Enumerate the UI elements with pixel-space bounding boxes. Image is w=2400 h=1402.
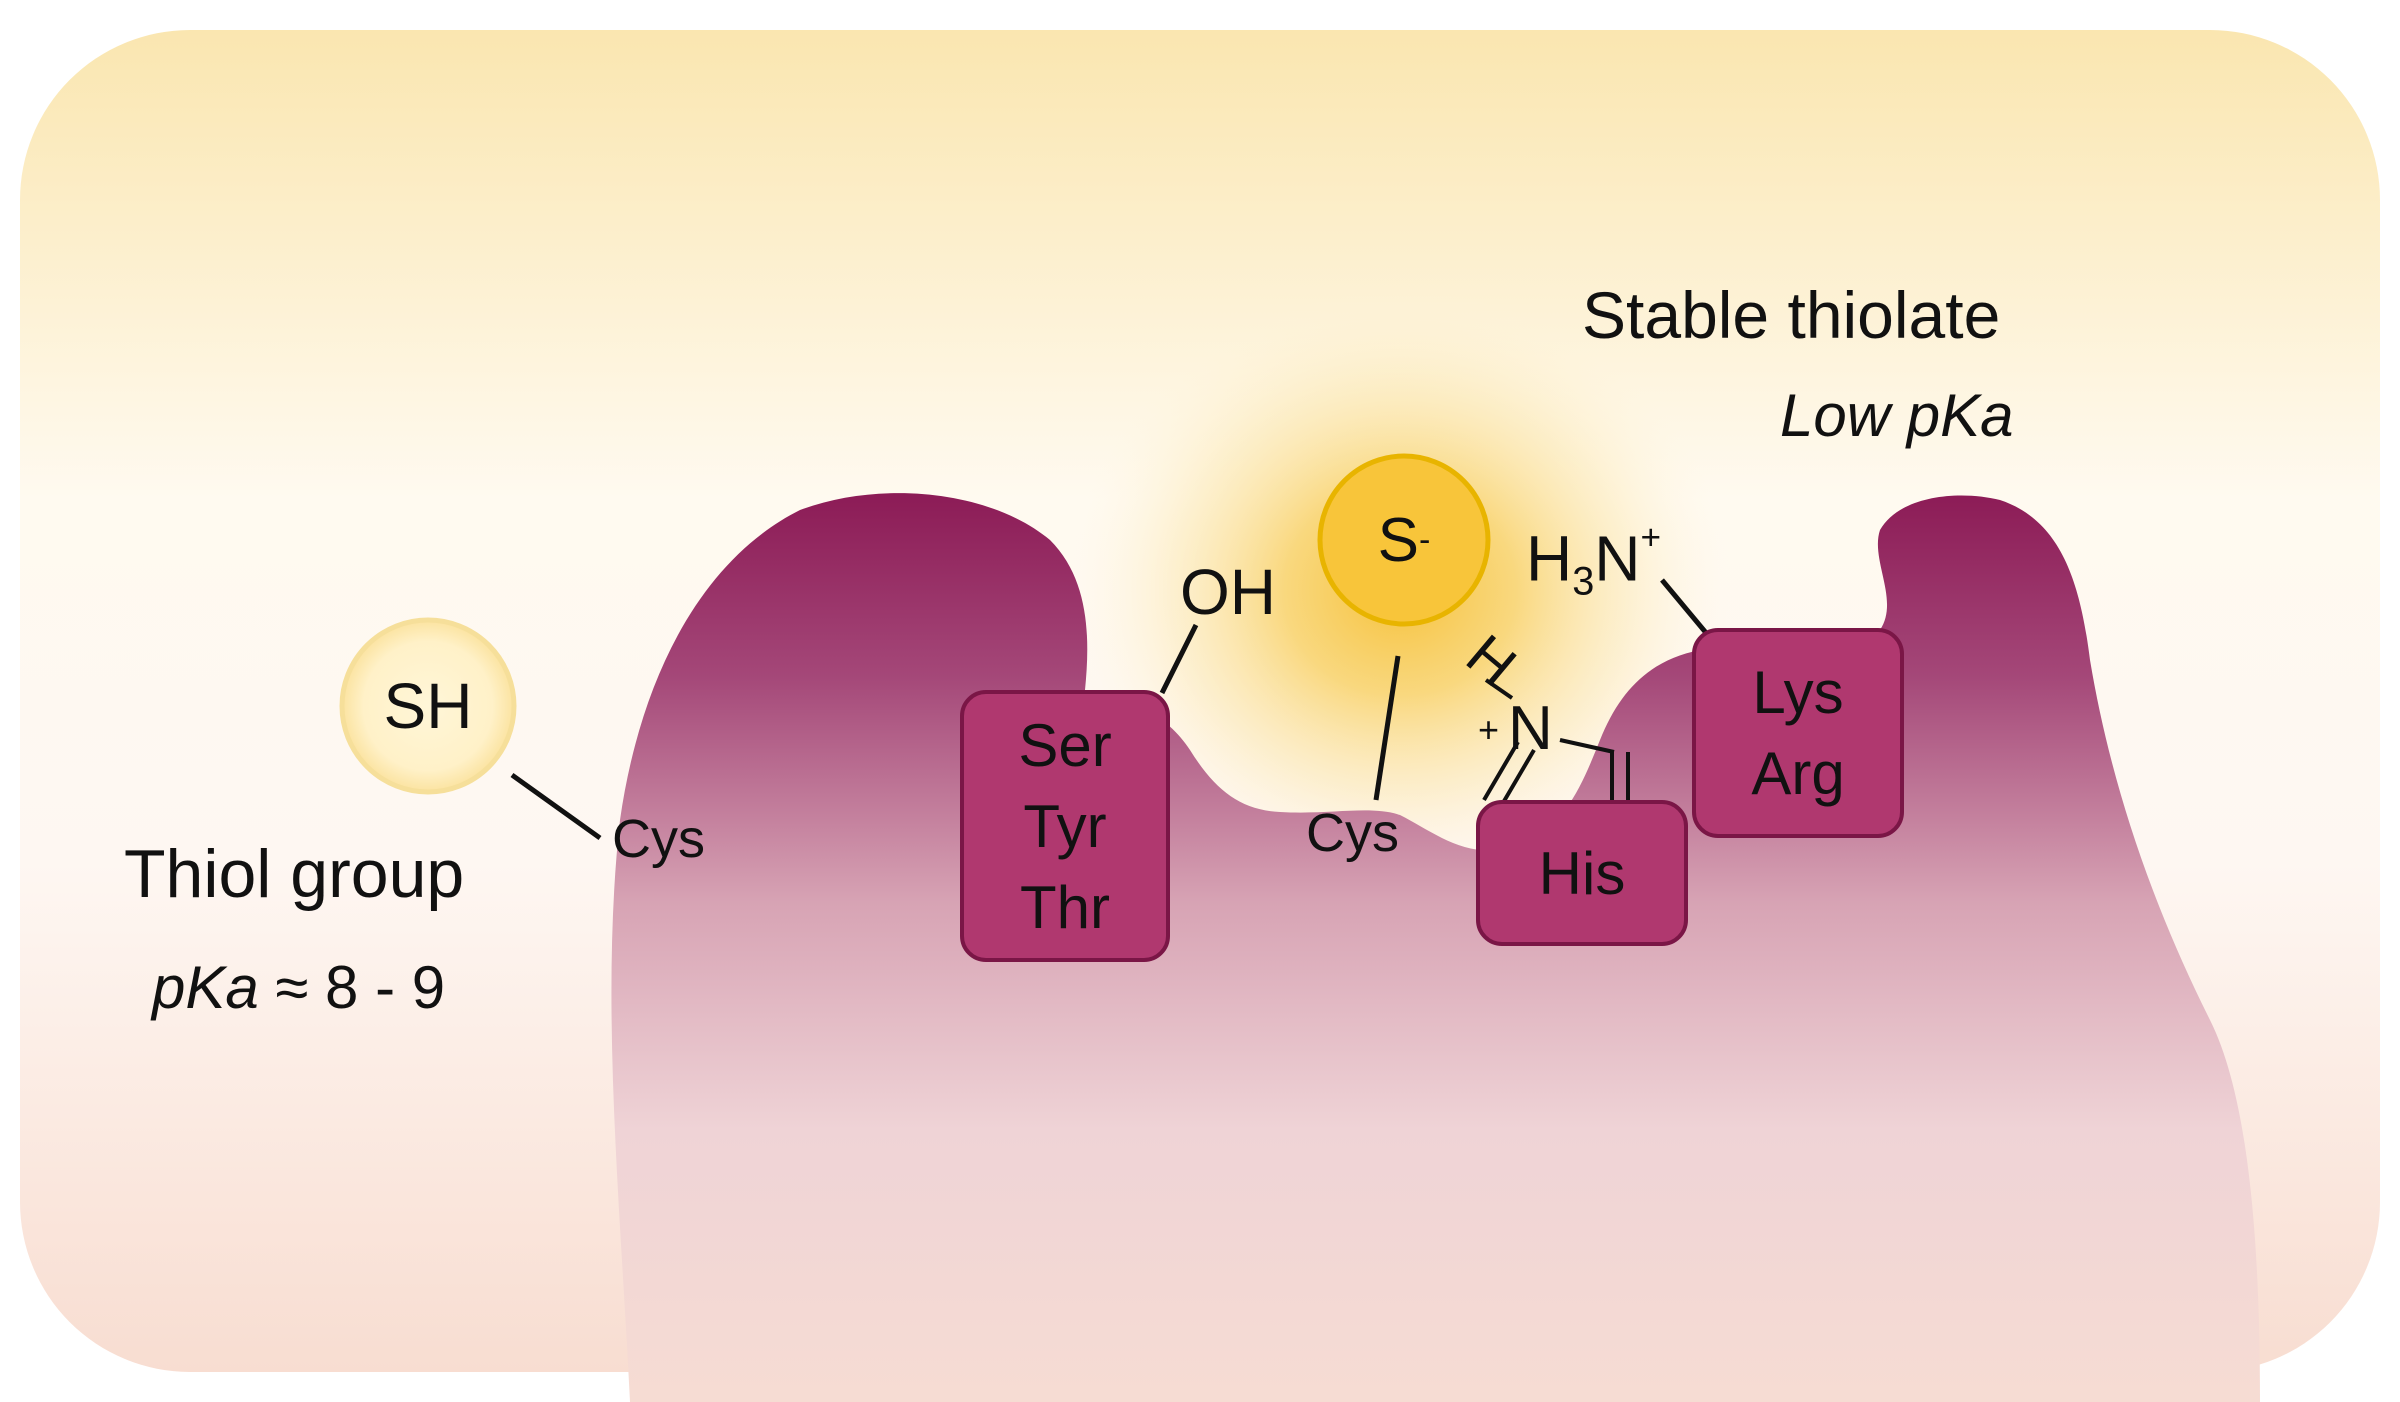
thiolate-title: Stable thiolate: [1582, 278, 2001, 352]
hydroxyl-residues-box: Ser Tyr Thr: [960, 690, 1170, 962]
thiolate-badge-label: S: [1377, 505, 1419, 575]
amine-charge: +: [1640, 518, 1662, 557]
thiol-pka: pKa ≈ 8 - 9: [152, 958, 445, 1018]
thiolate-charge: -: [1419, 520, 1431, 559]
thiolate-subtitle: Low pKa: [1780, 382, 2014, 449]
bond-sh-cys: [510, 772, 602, 841]
amine-sub: 3: [1572, 559, 1595, 604]
residue-tyr: Tyr: [1023, 792, 1107, 860]
imidazole-residue-box: His: [1476, 800, 1688, 946]
thiol-group-title: Thiol group: [124, 836, 465, 912]
amine-n: N: [1594, 522, 1641, 595]
residue-thr: Thr: [1020, 873, 1110, 941]
bond-s-cys: [1373, 655, 1401, 801]
bond-n-c-double-b: [1498, 748, 1536, 810]
amine-h: H: [1526, 522, 1573, 595]
thiol-badge: SH: [342, 620, 514, 792]
bond-h-n: [1484, 678, 1514, 700]
residue-ser: Ser: [1018, 711, 1112, 779]
amine-label: H3N+: [1526, 520, 1661, 602]
thiol-pka-label: pKa: [152, 954, 259, 1021]
bond-oh-ser: [1159, 623, 1199, 695]
residue-lys: Lys: [1752, 659, 1844, 726]
thiolate-badge-ring: [1317, 453, 1491, 627]
imidazole-charge: +: [1478, 709, 1500, 750]
residue-arg: Arg: [1751, 740, 1845, 807]
thiol-pka-value: ≈ 8 - 9: [275, 954, 446, 1021]
amine-residues-box: Lys Arg: [1692, 628, 1904, 838]
residue-his: His: [1538, 839, 1626, 907]
thiolate-residue-label: Cys: [1306, 803, 1399, 863]
bond-n-c-double-a: [1482, 740, 1520, 802]
thiol-badge-ring: [339, 617, 517, 795]
bond-nh3-lys: [1660, 578, 1714, 642]
bond-n-c: [1559, 738, 1615, 754]
thiol-badge-label: SH: [383, 670, 473, 742]
imidazole-n: N: [1508, 694, 1553, 763]
thiolate-badge: S-: [1320, 456, 1488, 624]
hydroxyl-label: OH: [1180, 556, 1276, 628]
thiol-residue-label: Cys: [612, 809, 705, 869]
